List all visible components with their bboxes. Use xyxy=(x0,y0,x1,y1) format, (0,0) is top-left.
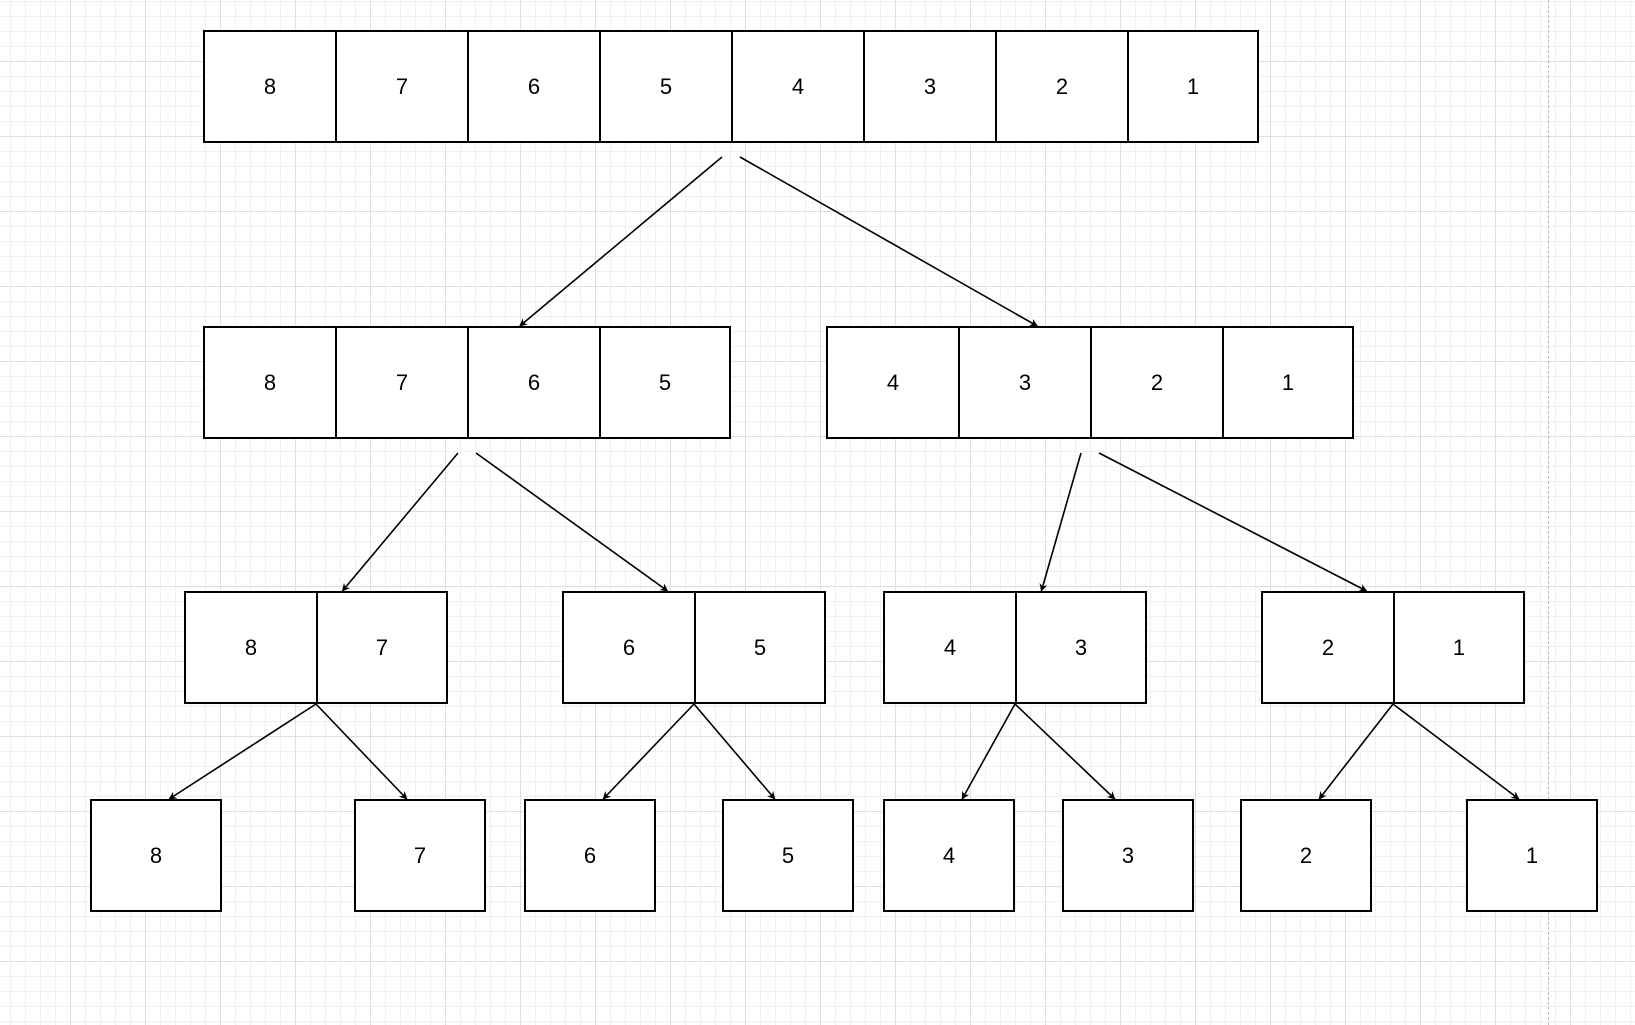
array-cell: 2 xyxy=(1240,799,1372,912)
array-cell: 6 xyxy=(467,30,599,143)
array-cell: 4 xyxy=(731,30,863,143)
split-arrow xyxy=(1039,452,1082,592)
array-cell: 8 xyxy=(203,326,335,439)
split-arrow xyxy=(168,703,317,800)
array-cell: 4 xyxy=(826,326,958,439)
array-cell: 6 xyxy=(467,326,599,439)
page-boundary-line xyxy=(1548,0,1549,1025)
array-cell: 1 xyxy=(1222,326,1354,439)
array-cell: 8 xyxy=(90,799,222,912)
array-cell: 3 xyxy=(1015,591,1147,704)
array-cell: 4 xyxy=(883,799,1015,912)
array-cell: 1 xyxy=(1466,799,1598,912)
array-cell: 2 xyxy=(1090,326,1222,439)
array-cell: 3 xyxy=(1062,799,1194,912)
array-cell: 3 xyxy=(863,30,995,143)
array-cell: 1 xyxy=(1127,30,1259,143)
split-arrow xyxy=(475,452,669,592)
array-cell: 8 xyxy=(184,591,316,704)
array-cell: 1 xyxy=(1393,591,1525,704)
array-cell: 7 xyxy=(335,30,467,143)
array-cell: 6 xyxy=(524,799,656,912)
split-arrow xyxy=(961,703,1016,800)
split-arrow xyxy=(1318,703,1394,800)
split-arrow xyxy=(602,703,695,800)
array-cell: 7 xyxy=(354,799,486,912)
split-arrow xyxy=(315,703,408,800)
array-cell: 4 xyxy=(883,591,1015,704)
array-cell: 5 xyxy=(599,30,731,143)
split-arrow xyxy=(1098,452,1368,592)
array-cell: 7 xyxy=(335,326,467,439)
array-cell: 6 xyxy=(562,591,694,704)
array-cell: 2 xyxy=(1261,591,1393,704)
array-cell: 5 xyxy=(722,799,854,912)
array-cell: 2 xyxy=(995,30,1127,143)
split-arrow xyxy=(693,703,776,800)
array-cell: 3 xyxy=(958,326,1090,439)
split-arrow xyxy=(519,156,723,327)
split-arrow xyxy=(1392,703,1520,800)
split-arrow xyxy=(341,452,459,592)
split-arrow xyxy=(1014,703,1116,800)
array-cell: 7 xyxy=(316,591,448,704)
array-cell: 5 xyxy=(694,591,826,704)
array-cell: 8 xyxy=(203,30,335,143)
split-arrow xyxy=(739,156,1038,327)
array-cell: 5 xyxy=(599,326,731,439)
